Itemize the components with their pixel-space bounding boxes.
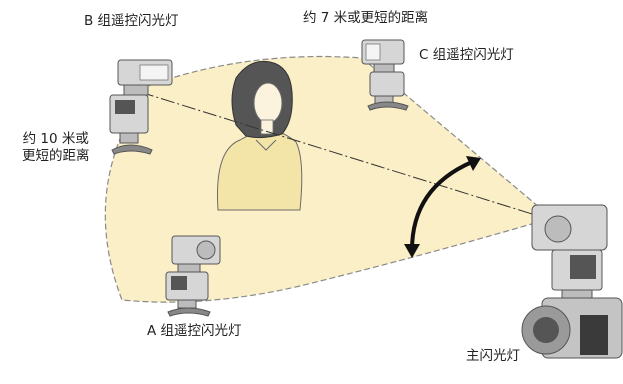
subject-person-icon	[217, 60, 303, 211]
remote-flash-b-icon	[109, 59, 173, 155]
coverage-zone	[104, 55, 554, 303]
label-distance-10m-line1: 约 10 米或	[22, 131, 89, 147]
master-flash-camera-icon	[521, 204, 623, 359]
label-distance-10m: 约 10 米或 更短的距离	[22, 131, 90, 165]
label-group-c: C 组遥控闪光灯	[419, 47, 514, 63]
flash-axis-line	[139, 91, 546, 219]
label-group-b: B 组遥控闪光灯	[84, 13, 179, 29]
label-distance-7m: 约 7 米或更短的距离	[303, 10, 429, 26]
remote-flash-c-icon	[361, 39, 409, 111]
label-distance-10m-line2: 更短的距离	[22, 147, 90, 164]
label-group-a: A 组遥控闪光灯	[147, 323, 242, 339]
rotate-arrow-icon	[404, 156, 481, 258]
remote-flash-a-icon	[165, 235, 221, 317]
label-master-flash: 主闪光灯	[466, 348, 520, 364]
